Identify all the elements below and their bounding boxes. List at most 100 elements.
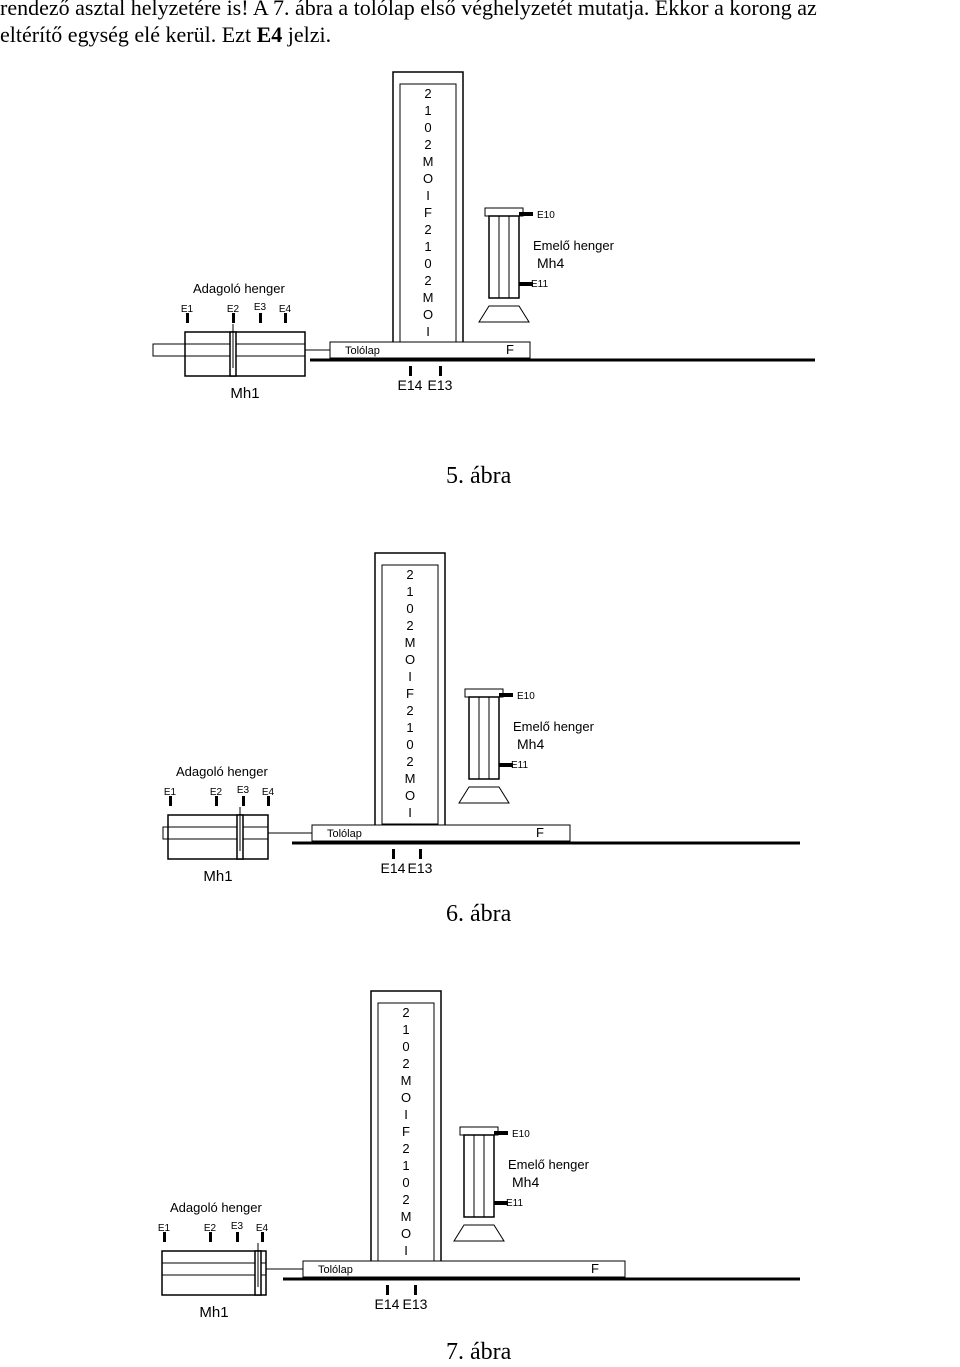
e11-mark bbox=[499, 763, 513, 767]
figure-caption: 6. ábra bbox=[446, 901, 512, 927]
stack-char: I bbox=[408, 805, 412, 820]
stack-char: F bbox=[424, 205, 432, 220]
magazine-inner bbox=[381, 564, 439, 825]
cylinder-body bbox=[184, 331, 306, 377]
sensor-label-e3: E3 bbox=[231, 1221, 244, 1232]
emelo-label: Emelő henger bbox=[533, 238, 615, 253]
emelo-label: Emelő henger bbox=[513, 719, 595, 734]
stack-char: 0 bbox=[406, 601, 413, 616]
lifter-foot bbox=[478, 305, 530, 323]
e10-mark bbox=[494, 1131, 508, 1135]
intro-paragraph: rendező asztal helyzetére is! A 7. ábra … bbox=[0, 0, 960, 48]
e10-mark bbox=[499, 693, 513, 697]
stack-char: F bbox=[406, 686, 414, 701]
cylinder-body bbox=[167, 814, 269, 860]
stack-char: 0 bbox=[402, 1175, 409, 1190]
sensor-label-e14: E14 bbox=[375, 1296, 400, 1312]
stack-char: 0 bbox=[402, 1039, 409, 1054]
sensor-label-e2: E2 bbox=[210, 787, 223, 798]
lifter-cap bbox=[464, 688, 504, 698]
sensor-label-e1: E1 bbox=[158, 1223, 171, 1234]
lifter-cap bbox=[459, 1126, 499, 1136]
e11-label: E11 bbox=[511, 760, 528, 771]
stack-char: I bbox=[404, 1107, 408, 1122]
e11-label: E11 bbox=[531, 279, 548, 290]
lifter-body bbox=[463, 1134, 495, 1218]
stack-char: F bbox=[402, 1124, 410, 1139]
sensor-label-e3: E3 bbox=[237, 785, 250, 796]
adagolo-label: Adagoló henger bbox=[193, 281, 285, 296]
sensor-label-e14: E14 bbox=[381, 860, 406, 876]
sensor-label-e13: E13 bbox=[408, 860, 433, 876]
stack-char: M bbox=[401, 1073, 412, 1088]
intro-line-2: eltérítő egység elé kerül. Ezt E4 jelzi. bbox=[0, 21, 960, 48]
stack-char: 0 bbox=[406, 737, 413, 752]
mh1-label: Mh1 bbox=[203, 868, 232, 885]
intro-line-1: rendező asztal helyzetére is! A 7. ábra … bbox=[0, 0, 817, 20]
stack-char: I bbox=[426, 324, 430, 339]
lifter-foot bbox=[453, 1224, 505, 1242]
e10-label: E10 bbox=[512, 1129, 530, 1140]
stack-char: 2 bbox=[402, 1056, 409, 1071]
stack-char: O bbox=[423, 171, 433, 186]
rod-guide bbox=[152, 343, 188, 357]
stack-char: I bbox=[408, 669, 412, 684]
mh1-label: Mh1 bbox=[230, 385, 259, 402]
stack-char: 2 bbox=[424, 86, 431, 101]
tololap-label: Tolólap bbox=[327, 828, 362, 840]
sensor-mark bbox=[261, 1232, 264, 1242]
sensor-label-e2: E2 bbox=[204, 1223, 217, 1234]
emelo-label: Emelő henger bbox=[508, 1157, 590, 1172]
sensor-label-e2: E2 bbox=[227, 304, 240, 315]
stack-char: M bbox=[401, 1209, 412, 1224]
mh4-label: Mh4 bbox=[537, 255, 564, 271]
stack-char: O bbox=[401, 1090, 411, 1105]
stack-char: 2 bbox=[424, 222, 431, 237]
stack-char: 1 bbox=[424, 239, 431, 254]
sensor-mark bbox=[284, 313, 287, 323]
sensor-label-e3: E3 bbox=[254, 302, 267, 313]
sensor-mark bbox=[242, 796, 245, 806]
plate-f-label: F bbox=[506, 342, 514, 357]
sensor-mark bbox=[209, 1232, 212, 1242]
stack-char: 0 bbox=[424, 256, 431, 271]
sensor-label-e4: E4 bbox=[256, 1223, 269, 1234]
stack-char: I bbox=[426, 188, 430, 203]
stack-char: M bbox=[423, 290, 434, 305]
tololap-label: Tolólap bbox=[345, 345, 380, 357]
stack-char: O bbox=[423, 307, 433, 322]
mh4-label: Mh4 bbox=[517, 736, 544, 752]
lifter-body bbox=[468, 696, 500, 780]
stack-char: 2 bbox=[406, 703, 413, 718]
stack-char: 2 bbox=[402, 1005, 409, 1020]
sensor-mark bbox=[419, 849, 422, 859]
sensor-label-e4: E4 bbox=[279, 304, 292, 315]
sensor-label-e13: E13 bbox=[403, 1296, 428, 1312]
tololap-label: Tolólap bbox=[318, 1264, 353, 1276]
stack-char: 2 bbox=[406, 754, 413, 769]
plate-f-label: F bbox=[591, 1261, 599, 1276]
stack-char: M bbox=[405, 771, 416, 786]
sensor-mark bbox=[163, 1232, 166, 1242]
mh1-label: Mh1 bbox=[199, 1304, 228, 1321]
sensor-label-e14: E14 bbox=[398, 377, 423, 393]
sensor-mark bbox=[259, 313, 262, 323]
stack-char: O bbox=[401, 1226, 411, 1241]
intro-line-2-b: jelzi. bbox=[282, 22, 332, 47]
stack-char: O bbox=[405, 788, 415, 803]
adagolo-label: Adagoló henger bbox=[176, 764, 268, 779]
adagolo-label: Adagoló henger bbox=[170, 1200, 262, 1215]
stack-char: 2 bbox=[402, 1141, 409, 1156]
intro-line-2-bold: E4 bbox=[256, 22, 283, 47]
sensor-mark bbox=[232, 313, 235, 323]
sensor-mark bbox=[215, 796, 218, 806]
stack-char: 1 bbox=[424, 103, 431, 118]
stack-char: M bbox=[405, 635, 416, 650]
stack-char: 1 bbox=[406, 720, 413, 735]
e11-mark bbox=[494, 1201, 508, 1205]
stack-char: 2 bbox=[406, 567, 413, 582]
